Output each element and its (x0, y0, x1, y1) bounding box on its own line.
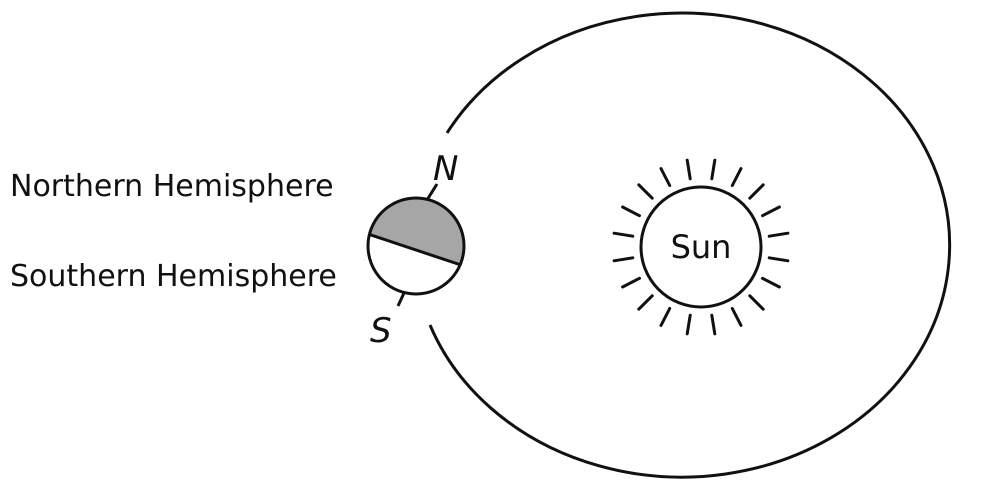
sun-ray (661, 309, 670, 326)
sun-ray (639, 185, 652, 198)
sun-ray (732, 309, 741, 326)
earth-axis-south (398, 293, 404, 306)
sun-ray (750, 185, 763, 198)
sun-ray (623, 207, 640, 216)
sun-ray (687, 315, 690, 334)
sun-ray (769, 258, 788, 261)
sun-ray (687, 160, 690, 179)
south-pole-label: S (370, 311, 392, 351)
sun-ray (661, 169, 670, 186)
north-pole-label: N (433, 149, 458, 189)
sun-ray (750, 296, 763, 309)
sun-ray (623, 278, 640, 287)
sun-ray (763, 278, 780, 287)
sun-ray (614, 258, 633, 261)
sun-ray (712, 160, 715, 179)
sun-ray (639, 296, 652, 309)
earth (350, 180, 480, 294)
northern-hemisphere-label: Northern Hemisphere (10, 169, 334, 204)
sun-ray (614, 233, 633, 236)
sun-label: Sun (671, 228, 732, 266)
sun-ray (732, 169, 741, 186)
sun-ray (763, 207, 780, 216)
sun-ray (769, 233, 788, 236)
sun-ray (712, 315, 715, 334)
southern-hemisphere-label: Southern Hemisphere (10, 259, 337, 294)
